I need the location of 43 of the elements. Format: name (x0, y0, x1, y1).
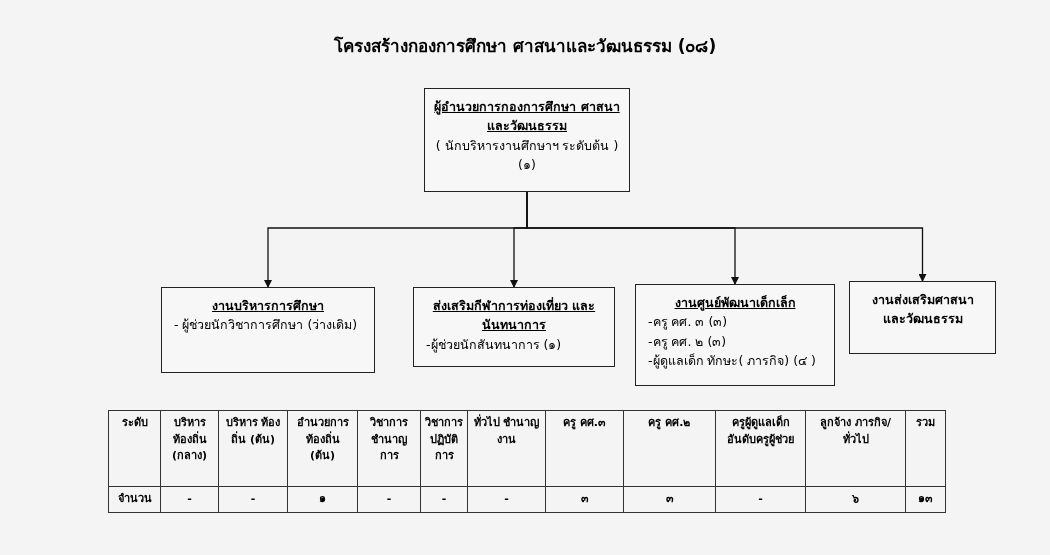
box-text: -ครู คศ. ๓ (๓) (647, 313, 729, 332)
table-cell: ๓ (623, 486, 716, 513)
box-text: -ครู คศ. ๒ (๓) (647, 332, 728, 352)
table-cell: - (420, 486, 468, 513)
box-text: -ผู้ดูแลเด็ก ทักษะ( ภารกิจ) (๔ ) (647, 352, 817, 371)
box-heading: งานศูนย์พัฒนาเด็กเล็ก (673, 294, 797, 313)
box-heading: งานบริหารการศึกษา (211, 297, 325, 315)
diagram-title: โครงสร้างกองการศึกษา ศาสนาและวัฒนธรรม (๐๘) (332, 35, 718, 58)
table-cell: - (357, 486, 421, 513)
org-box (424, 88, 630, 192)
table-cell: ๖ (805, 486, 906, 513)
header-cell: วิชาการ ชำนาญ การ (357, 410, 421, 487)
header-cell: รวม (905, 410, 946, 487)
header-cell: วิชาการ ปฏิบัติการ (420, 410, 468, 487)
header-cell: ลูกจ้าง ภารกิจ/ทั่วไป (805, 410, 906, 487)
header-cell: บริหาร ท้องถิ่น (กลาง) (160, 410, 219, 487)
box-heading: ผู้อำนวยการกองการศึกษา ศาสนาและวัฒนธรรม (433, 98, 621, 136)
table-cell: - (467, 486, 546, 513)
header-cell: ครูผู้ดูแลเด็ก อันดับครูผู้ช่วย (715, 410, 806, 487)
box-text: - ผู้ช่วยนักวิชาการศึกษา (ว่างเดิม) (173, 316, 359, 335)
box-text: ( นักบริหารงานศึกษาฯ ระดับต้น ) (434, 136, 620, 155)
table-cell: - (218, 486, 288, 513)
table-cell: - (160, 486, 219, 513)
org-box (849, 281, 996, 354)
box-text: -ผู้ช่วยนักสันทนาการ (๑) (425, 335, 563, 355)
org-box (635, 284, 835, 386)
header-cell: ทั่วไป ชำนาญ งาน (467, 410, 546, 487)
table-cell: จำนวน (108, 486, 161, 513)
connector-arrow (526, 191, 927, 282)
header-cell: บริหาร ท้องถิ่น (ต้น) (218, 410, 288, 487)
header-cell: ครู คศ.๓ (545, 410, 624, 487)
table-cell: ๑๓ (905, 486, 946, 513)
box-heading: ส่งเสริมกีฬาการท่องเที่ยว และนันทนาการ (431, 296, 597, 335)
table-cell: ๓ (545, 486, 624, 513)
header-cell: ระดับ (108, 410, 161, 487)
header-cell: อำนวยการ ท้องถิ่น (ต้น) (287, 410, 358, 487)
table-cell: - (715, 486, 806, 513)
header-cell: ครู คศ.๒ (623, 410, 716, 487)
org-box (161, 287, 375, 373)
box-text: (๑) (517, 156, 537, 175)
box-heading: งานส่งเสริมศาสนา และวัฒนธรรม (870, 291, 975, 329)
org-box (413, 287, 615, 367)
table-cell: ๑ (287, 486, 358, 513)
